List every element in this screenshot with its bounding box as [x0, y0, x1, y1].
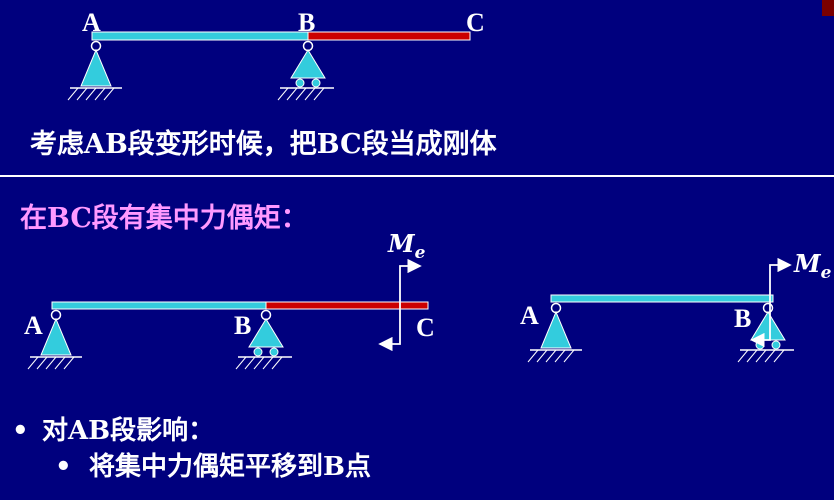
label-a-3: A: [520, 301, 539, 330]
beam-ab-2: [51, 301, 267, 310]
bullet-text-1: 对AB段影响：: [42, 416, 215, 446]
corner-mark: [822, 0, 834, 16]
pin-support-a-2: [27, 309, 82, 370]
bullet-item-2: • 将集中力偶矩平移到B点: [55, 446, 371, 483]
beam-bc-1: [307, 31, 471, 41]
caption-diagram1: 考虑AB段变形时候，把BC段当成刚体: [30, 129, 497, 160]
moment-label-2: Me: [387, 229, 426, 263]
label-a-2: A: [24, 311, 43, 340]
beam-bc-2: [265, 301, 429, 310]
beam-ab-1: [91, 31, 309, 41]
label-c-2: C: [416, 313, 435, 342]
label-b-3: B: [734, 304, 751, 333]
diagram3: A B Me: [520, 249, 832, 363]
bullet-marker-1: •: [12, 416, 29, 446]
section2-heading: 在BC段有集中力偶矩：: [20, 203, 308, 234]
bullet-text-2: 将集中力偶矩平移到B点: [89, 452, 371, 482]
label-b-1: B: [298, 8, 315, 37]
roller-support-b-1: [277, 40, 334, 101]
beam-ab-3: [550, 294, 774, 303]
roller-support-b-2: [235, 309, 292, 370]
couple-moment-arrow-3: [750, 257, 792, 348]
couple-moment-arrow-2: [378, 258, 422, 352]
label-b-2: B: [234, 311, 251, 340]
bullet-marker-2: •: [55, 452, 72, 482]
label-a-1: A: [82, 8, 101, 37]
pin-support-a-3: [527, 302, 582, 363]
label-c-1: C: [466, 8, 485, 37]
diagram2: A B C Me: [24, 229, 435, 370]
bullet-item-1: • 对AB段影响：: [12, 410, 214, 447]
pin-support-a-1: [67, 40, 122, 101]
moment-label-3: Me: [793, 249, 832, 283]
diagram1: A B C: [67, 8, 485, 101]
